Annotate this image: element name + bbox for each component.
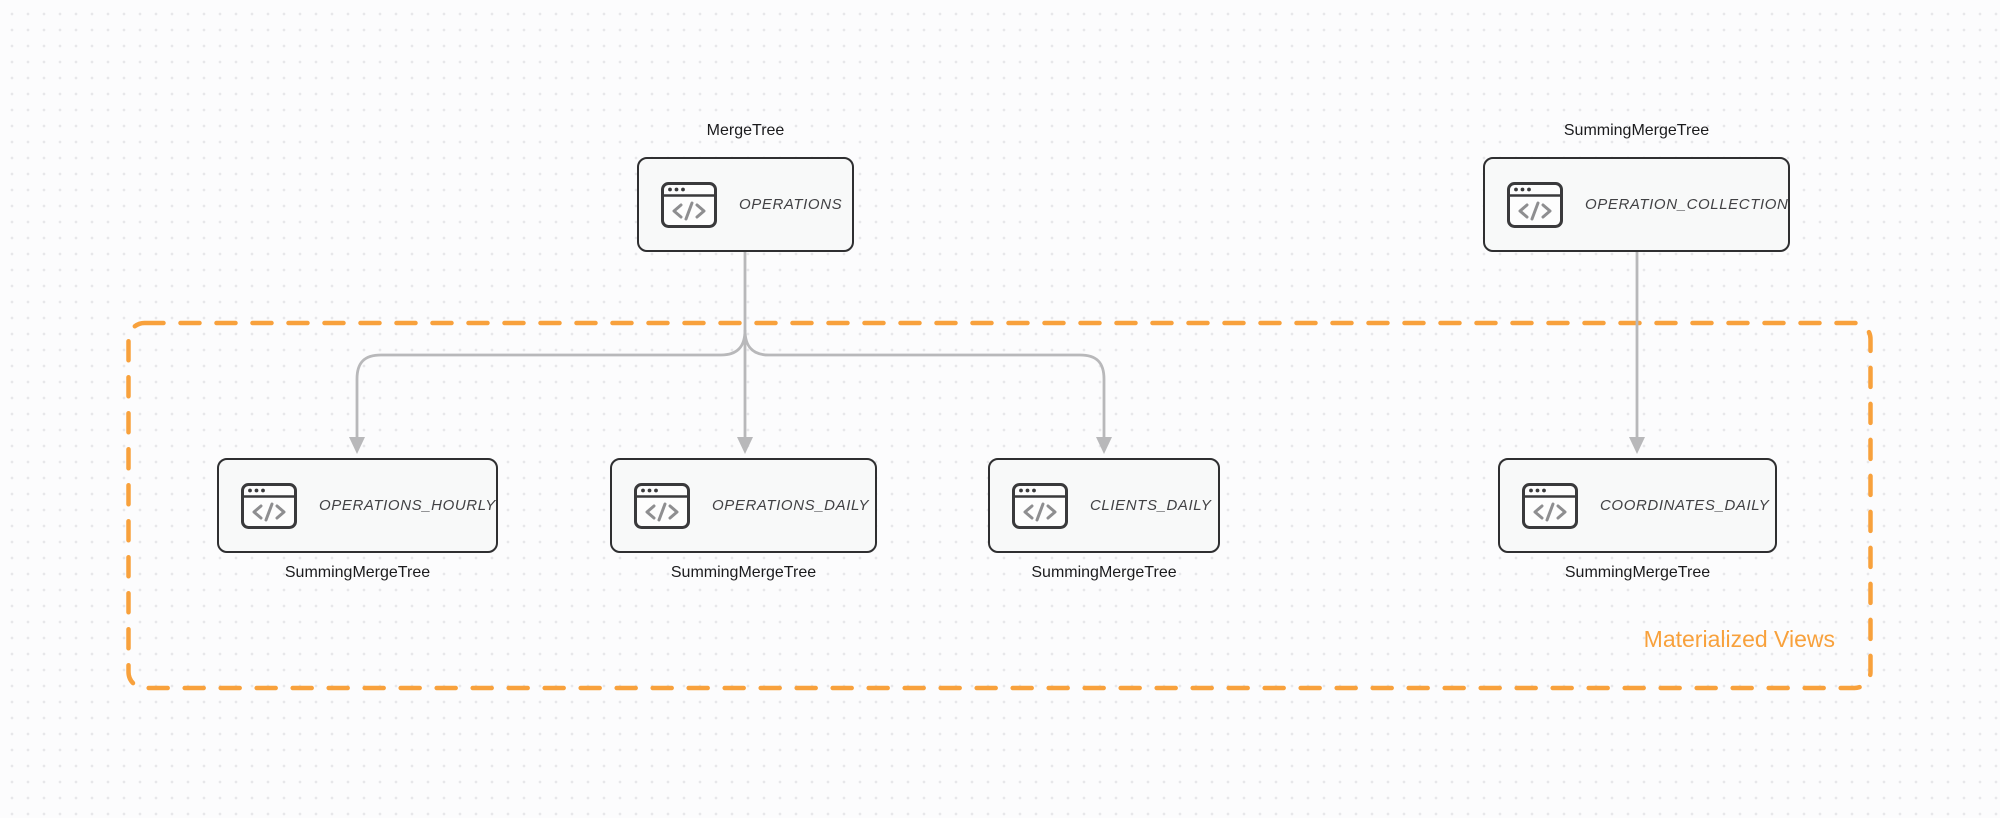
node-name: OPERATIONS_HOURLY xyxy=(319,497,496,514)
materialized-views-label: Materialized Views xyxy=(1643,626,1835,652)
node-operations-daily[interactable]: SummingMergeTree OPERATIONS_DAILY xyxy=(610,458,877,581)
code-window-icon xyxy=(1522,482,1578,529)
node-clients-daily[interactable]: SummingMergeTree CLIENTS_DAILY xyxy=(988,458,1220,581)
edge-operations-to-operations-hourly xyxy=(355,329,747,437)
node-name: CLIENTS_DAILY xyxy=(1090,497,1212,514)
node-operation-collection[interactable]: SummingMergeTree OPERATION_COLLECTION xyxy=(1483,122,1790,252)
edge-operations-to-clients-daily xyxy=(743,329,1106,437)
node-operations-hourly[interactable]: SummingMergeTree OPERATIONS_HOURLY xyxy=(217,458,498,581)
node-name: OPERATION_COLLECTION xyxy=(1585,196,1789,213)
code-window-icon xyxy=(1012,482,1068,529)
code-window-icon xyxy=(661,181,717,228)
node-name: COORDINATES_DAILY xyxy=(1600,497,1770,514)
node-name: OPERATIONS_DAILY xyxy=(712,497,870,514)
node-operations[interactable]: MergeTree OPERATIONS xyxy=(637,122,854,252)
node-name: OPERATIONS xyxy=(739,196,843,213)
code-window-icon xyxy=(1507,181,1563,228)
engine-label: SummingMergeTree xyxy=(1563,122,1710,139)
engine-label: MergeTree xyxy=(706,122,785,139)
engine-label: SummingMergeTree xyxy=(284,564,431,581)
code-window-icon xyxy=(241,482,297,529)
arrowhead-operations-hourly xyxy=(349,437,365,454)
node-coordinates-daily[interactable]: SummingMergeTree COORDINATES_DAILY xyxy=(1498,458,1777,581)
arrowhead-coordinates-daily xyxy=(1629,437,1645,454)
engine-label: SummingMergeTree xyxy=(670,564,817,581)
arrowhead-operations-daily xyxy=(737,437,753,454)
materialized-views-group-border xyxy=(126,320,1873,691)
code-window-icon xyxy=(634,482,690,529)
arrowhead-clients-daily xyxy=(1096,437,1112,454)
engine-label: SummingMergeTree xyxy=(1031,564,1177,581)
engine-label: SummingMergeTree xyxy=(1564,564,1711,581)
